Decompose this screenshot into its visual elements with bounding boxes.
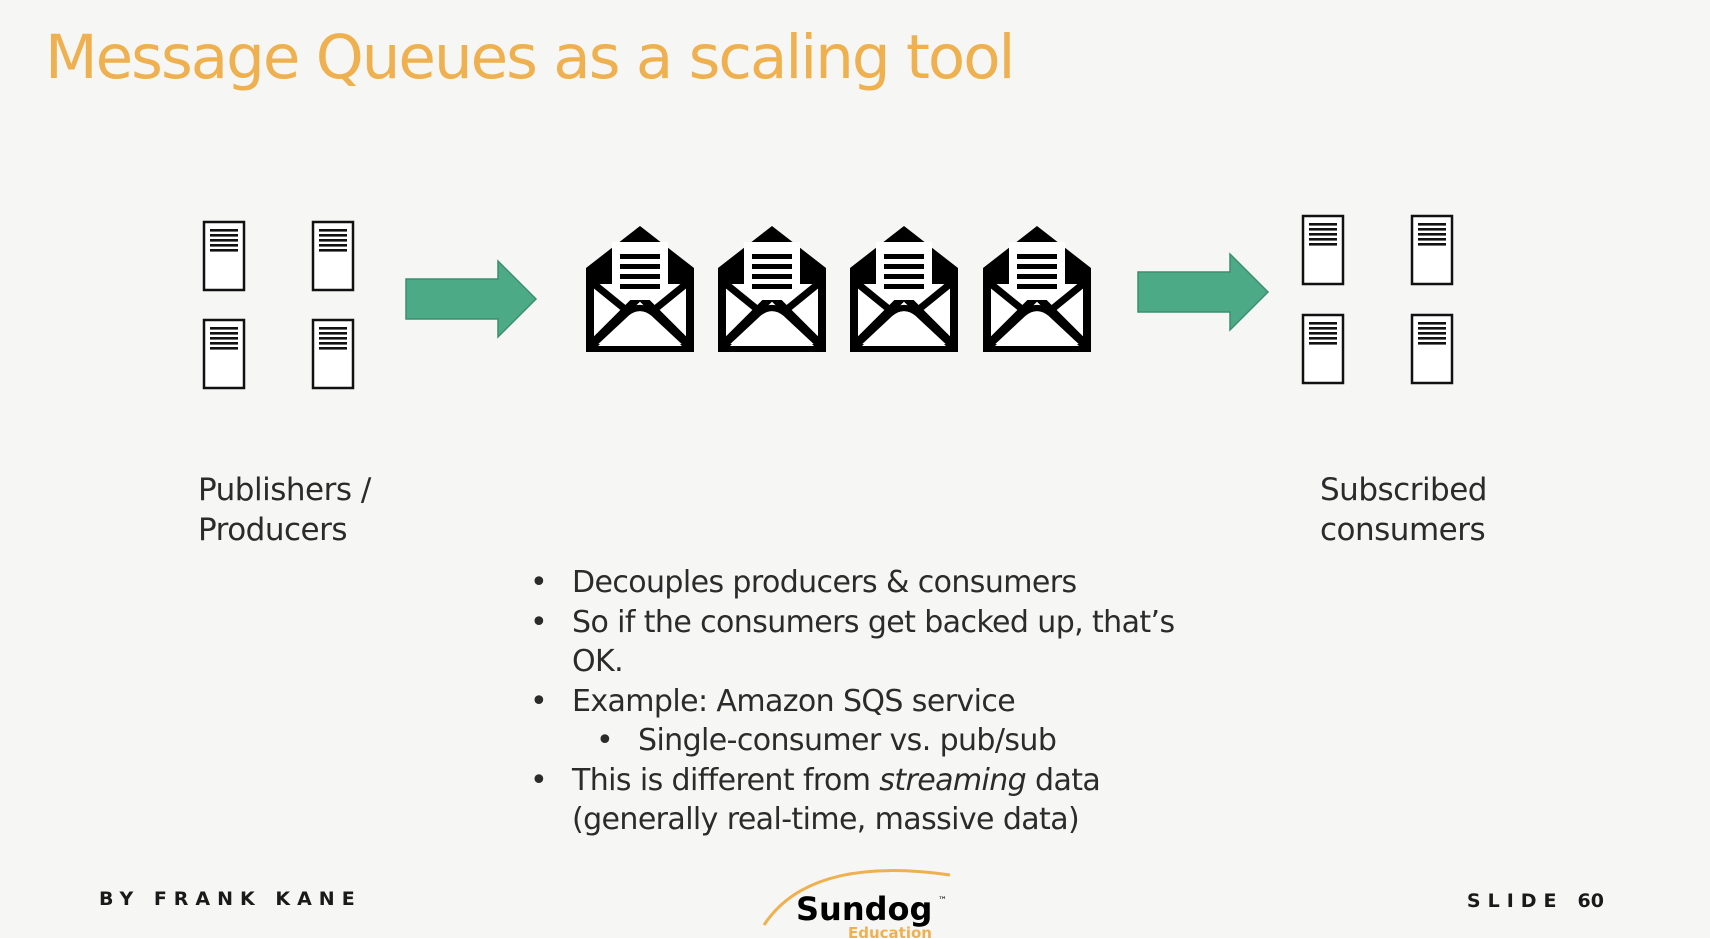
bullet-item: So if the consumers get backed up, that’… — [530, 603, 1175, 682]
author-byline: BY FRANK KANE — [99, 888, 362, 910]
consumers-label-line: Subscribed — [1320, 472, 1487, 508]
consumers-label-line: consumers — [1320, 512, 1486, 548]
bullet-item: Decouples producers & consumers — [530, 563, 1175, 603]
bullet-item: This is different from streaming data(ge… — [530, 761, 1175, 840]
envelope-icon — [983, 226, 1091, 352]
producer-server-icon — [202, 318, 246, 390]
producer-server-icon — [311, 220, 355, 292]
producer-server-icon — [311, 318, 355, 390]
producers-label-line: Producers — [198, 512, 348, 548]
consumer-server-icon — [1410, 313, 1454, 385]
consumer-server-icon — [1301, 214, 1345, 286]
logo-name: Sundog — [796, 890, 932, 928]
envelope-icon — [850, 226, 958, 352]
consumers-label: Subscribed consumers — [1320, 470, 1487, 550]
sundog-logo: Sundog ™ Education — [762, 869, 951, 938]
envelope-icon — [586, 226, 694, 352]
bullet-list: Decouples producers & consumers So if th… — [530, 563, 1175, 840]
logo-tm: ™ — [938, 896, 947, 906]
consumer-server-icon — [1301, 313, 1345, 385]
bullet-item: Example: Amazon SQS service — [530, 682, 1175, 722]
emphasis-text: streaming — [879, 762, 1027, 798]
sub-bullet-item: Single-consumer vs. pub/sub — [530, 721, 1175, 761]
arrow-right-icon — [1137, 253, 1269, 331]
message-queue-diagram — [202, 214, 1454, 390]
consumer-server-icon — [1410, 214, 1454, 286]
slide-title: Message Queues as a scaling tool — [45, 22, 1016, 93]
arrow-right-icon — [405, 260, 537, 338]
producers-label-line: Publishers / — [198, 472, 371, 508]
envelope-icon — [718, 226, 826, 352]
producers-label: Publishers / Producers — [198, 470, 371, 550]
producer-server-icon — [202, 220, 246, 292]
logo-subtitle: Education — [848, 924, 932, 938]
logo-swoosh — [762, 869, 951, 926]
